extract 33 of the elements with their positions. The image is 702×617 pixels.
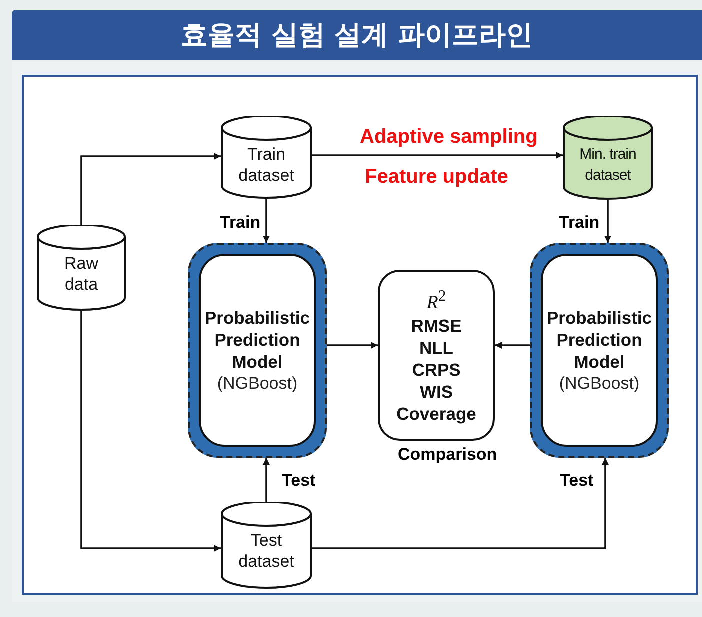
model-title: Probabilistic Prediction Model	[546, 307, 654, 373]
metric-name: Coverage	[396, 402, 476, 425]
database-cylinder	[563, 116, 653, 200]
arrow	[263, 199, 270, 243]
model-subtitle: (NGBoost)	[217, 373, 298, 394]
node-label: Train dataset	[238, 144, 296, 186]
arrow	[80, 311, 221, 552]
arrow	[80, 153, 221, 225]
arrow	[495, 342, 530, 349]
node-caption: Comparison	[396, 445, 500, 465]
annotation-text: Feature update	[363, 166, 510, 189]
model-box	[188, 243, 327, 458]
model-title: Probabilistic Prediction Model	[204, 307, 312, 373]
node-label: Test dataset	[238, 530, 296, 572]
metrics-box	[378, 270, 495, 441]
metric-name: WIS	[420, 380, 454, 403]
metric-name: RMSE	[411, 314, 462, 337]
metric-name: NLL	[419, 336, 454, 359]
model-subtitle: (NGBoost)	[559, 373, 640, 394]
model-box	[530, 243, 669, 458]
node-label: Min. train dataset	[578, 145, 638, 186]
arrow	[312, 152, 563, 159]
database-cylinder	[37, 225, 126, 311]
arrow	[327, 342, 378, 349]
node-label: Raw data	[63, 253, 100, 295]
metric-name: CRPS	[412, 358, 461, 381]
database-cylinder	[221, 116, 312, 199]
database-cylinder	[221, 502, 312, 589]
metric-name: R$^{2}$	[426, 287, 446, 315]
arrow	[263, 458, 270, 502]
arrow	[312, 458, 609, 550]
arrow	[604, 200, 612, 243]
diagram-title: 효율적 실험 설계 파이프라인	[180, 19, 534, 53]
